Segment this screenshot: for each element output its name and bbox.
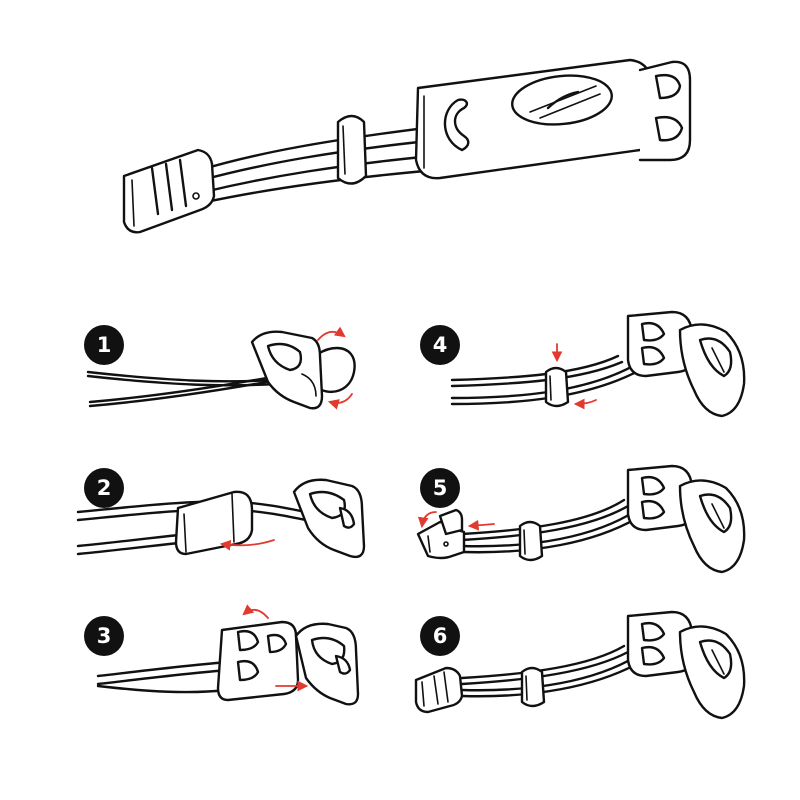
- step-number: 6: [433, 624, 448, 648]
- step-badge-circle: [84, 616, 124, 656]
- assembled-lanyard-illustration: [122, 58, 692, 234]
- rotate-arrow-bottom: [327, 393, 353, 410]
- push-arrow: [467, 519, 495, 531]
- step-3-illustration: 3: [84, 604, 360, 706]
- rotate-arrow: [417, 511, 437, 529]
- step-badge: 1: [84, 325, 124, 365]
- step-number: 3: [97, 624, 112, 648]
- step-6-illustration: 6: [414, 610, 746, 720]
- step-2-illustration: 2: [76, 468, 366, 559]
- step-badge: 6: [420, 616, 460, 656]
- step-number: 1: [97, 333, 112, 357]
- push-arrow: [219, 539, 275, 551]
- clasp-tongue: [638, 60, 692, 162]
- rotate-arrow: [242, 604, 269, 619]
- step-badge-circle: [84, 468, 124, 508]
- step-badge: 4: [420, 325, 460, 365]
- step-number: 5: [433, 476, 448, 500]
- step-5-illustration: 5: [416, 464, 746, 574]
- step-number: 2: [97, 476, 112, 500]
- step-badge: 3: [84, 616, 124, 656]
- rotate-arrow-top: [317, 326, 346, 341]
- step-badge-circle: [420, 468, 460, 508]
- end-stopper: [122, 148, 216, 234]
- clasp-body: [414, 58, 662, 180]
- slider-bead: [336, 114, 368, 185]
- push-arrow: [573, 398, 597, 410]
- step-4-illustration: 4: [420, 310, 746, 418]
- step-badge-circle: [84, 325, 124, 365]
- step-badge: 5: [420, 468, 460, 508]
- step-badge: 2: [84, 468, 124, 508]
- step-1-illustration: 1: [84, 325, 356, 410]
- step-number: 4: [433, 333, 448, 357]
- step-badge-circle: [420, 616, 460, 656]
- step-badge-circle: [420, 325, 460, 365]
